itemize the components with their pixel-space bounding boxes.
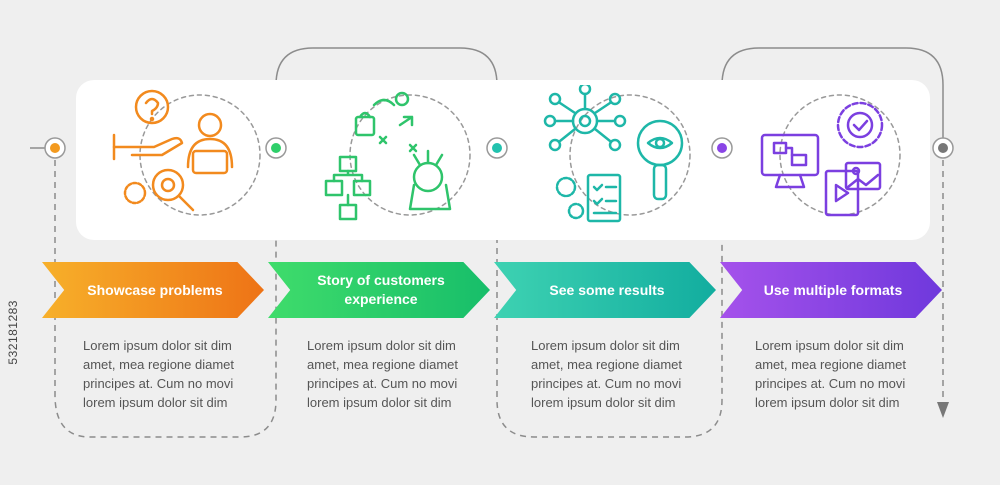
dot-5 (932, 137, 954, 159)
step-3-title: See some results (549, 281, 665, 298)
step-4-description: Lorem ipsum dolor sit dim amet, mea regi… (755, 338, 907, 410)
step-2-title: Story of customers experience (317, 272, 445, 307)
card-2 (290, 80, 510, 240)
step-1-description: Lorem ipsum dolor sit dim amet, mea regi… (83, 338, 235, 410)
dot-4 (711, 137, 733, 159)
step-1-title: Showcase problems (87, 281, 223, 298)
step-3-description: Lorem ipsum dolor sit dim amet, mea regi… (531, 338, 683, 410)
dot-3 (486, 137, 508, 159)
dot-1 (44, 137, 66, 159)
problem-showcase-icon (90, 85, 290, 235)
card-4 (730, 80, 930, 240)
dot-2 (265, 137, 287, 159)
step-1-banner: Showcase problems (42, 262, 264, 318)
step-4-title: Use multiple formats (763, 281, 903, 298)
step-3-banner: See some results (494, 262, 716, 318)
results-analysis-icon (530, 82, 730, 235)
step-2-banner: Story of customers experience (268, 262, 490, 318)
watermark-id: 532181283 (6, 300, 20, 365)
step-4-banner: Use multiple formats (720, 262, 942, 318)
customer-journey-icon (310, 85, 510, 235)
multiple-formats-icon (750, 85, 950, 235)
step-2-description: Lorem ipsum dolor sit dim amet, mea regi… (307, 338, 459, 410)
